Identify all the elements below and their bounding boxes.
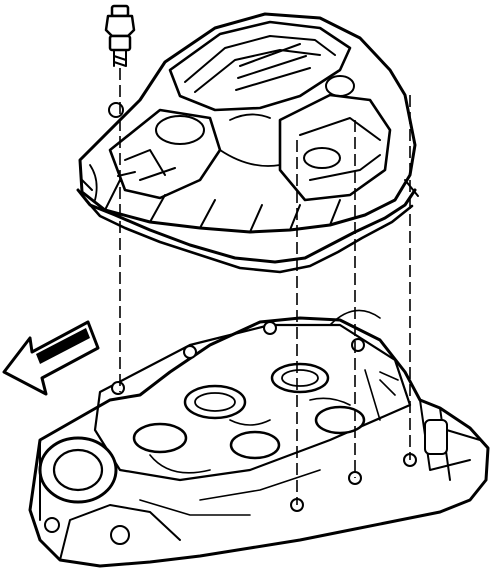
lower-intake-manifold-icon [28,309,490,568]
front-arrow-icon [2,320,100,396]
manifold-gasket-icon [76,179,419,274]
upper-intake-manifold-icon [78,12,417,234]
alignment-lines [119,68,411,505]
sensor-stud-icon [104,4,136,67]
